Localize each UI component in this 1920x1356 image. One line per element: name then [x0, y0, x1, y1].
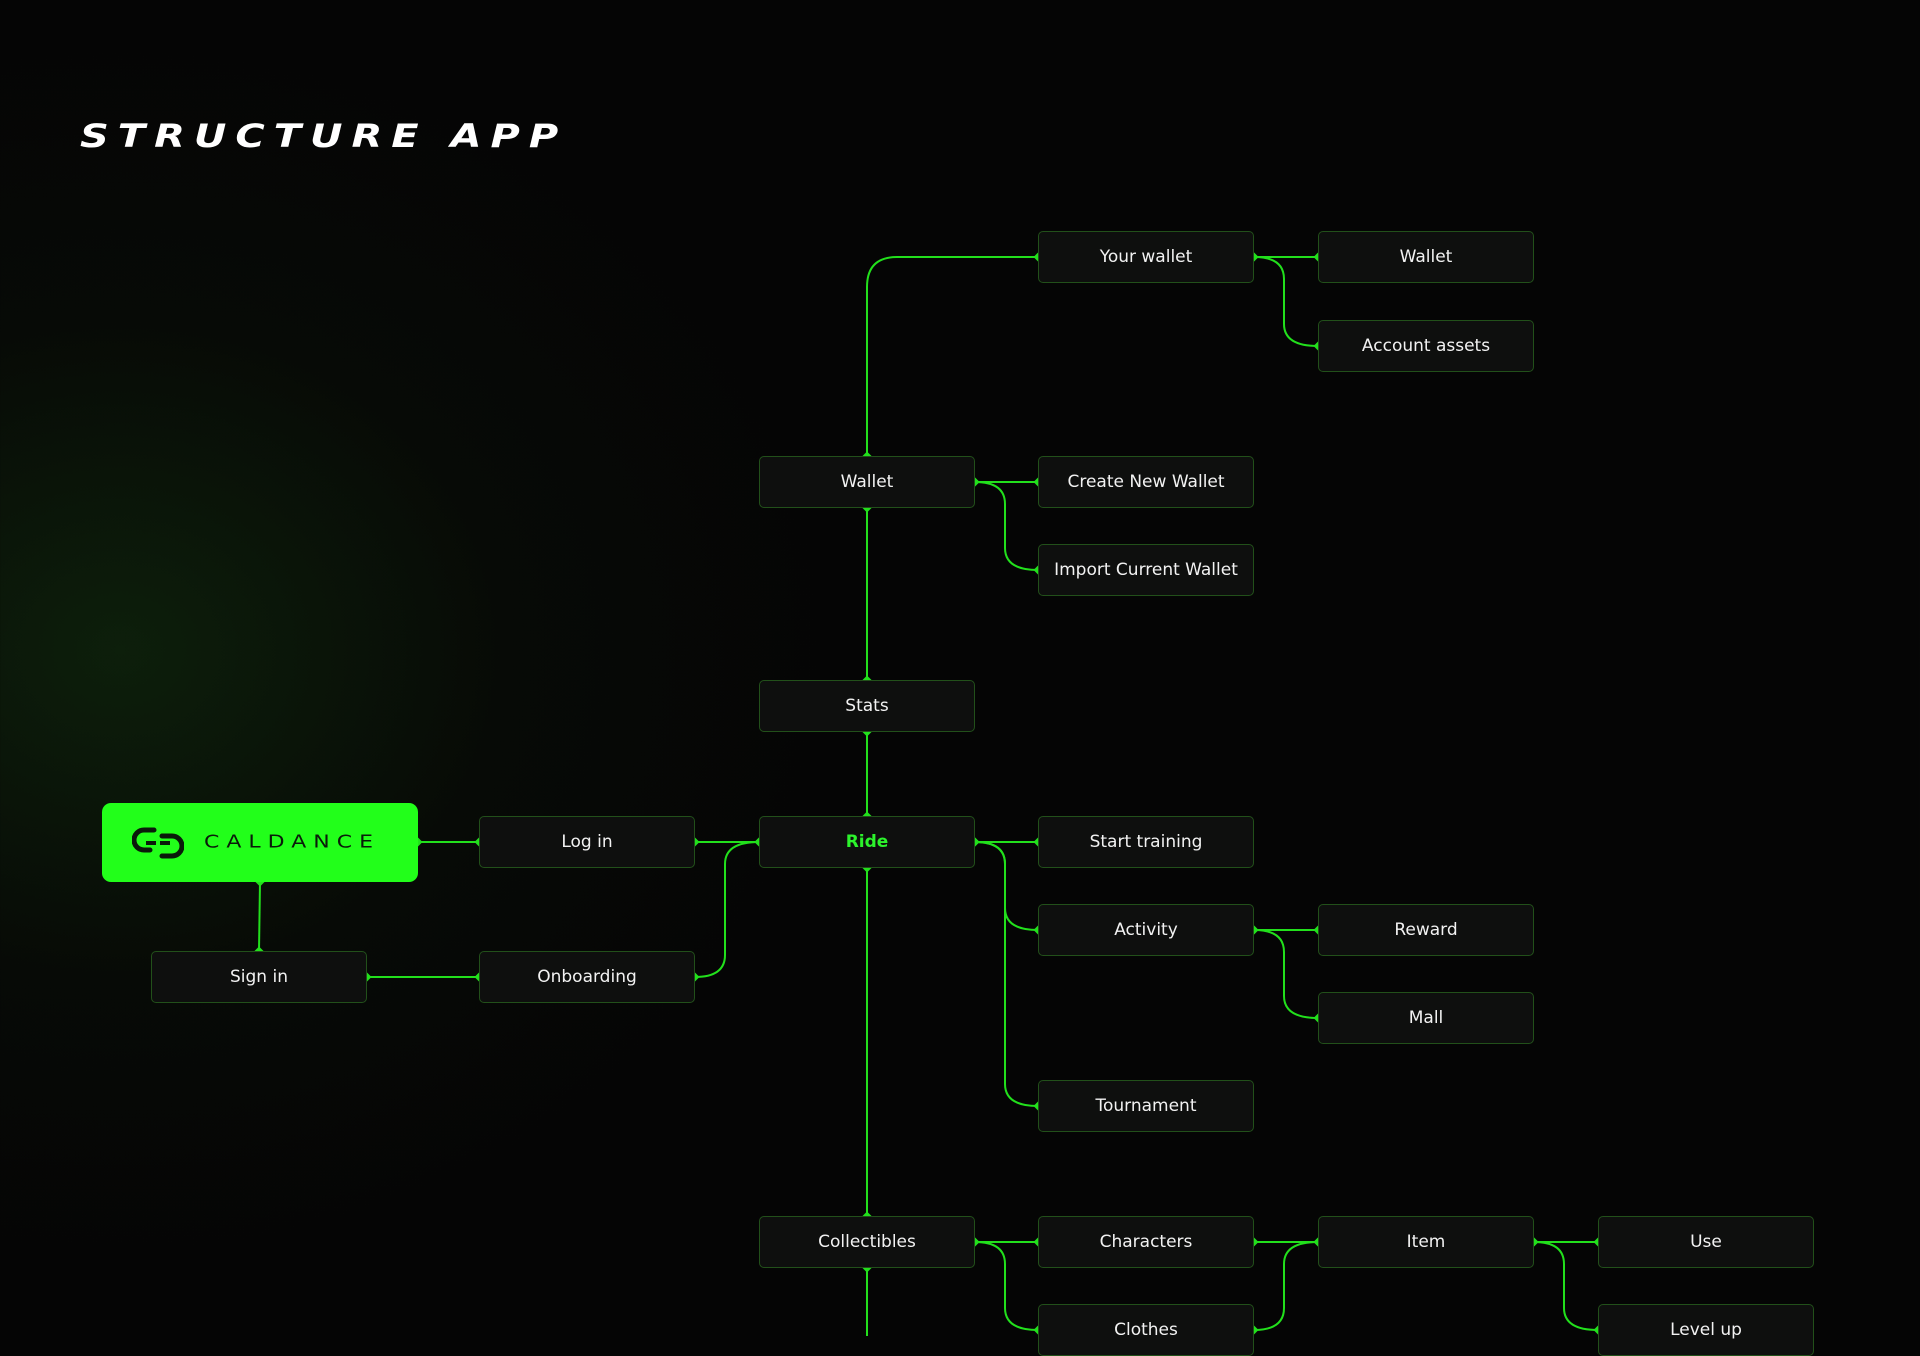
node-wallet-sub[interactable]: Wallet — [1318, 231, 1534, 283]
page-title: STRUCTURE APP — [80, 118, 568, 155]
connector-branch — [974, 841, 1039, 1107]
node-your-wallet[interactable]: Your wallet — [1038, 231, 1254, 283]
connector-branch — [866, 256, 1038, 456]
node-clothes[interactable]: Clothes — [1038, 1304, 1254, 1356]
connector-branch — [1253, 929, 1319, 1019]
node-onboarding[interactable]: Onboarding — [479, 951, 695, 1003]
connector-branch — [974, 841, 1039, 931]
node-use[interactable]: Use — [1598, 1216, 1814, 1268]
connector-branch — [974, 481, 1039, 571]
node-start-training[interactable]: Start training — [1038, 816, 1254, 868]
node-characters[interactable]: Characters — [1038, 1216, 1254, 1268]
logo-text: CALDANCE — [204, 832, 380, 853]
connector-branch — [694, 841, 760, 978]
connector-line — [258, 881, 261, 952]
node-account-assets[interactable]: Account assets — [1318, 320, 1534, 372]
node-collectibles[interactable]: Collectibles — [759, 1216, 975, 1268]
node-log-in[interactable]: Log in — [479, 816, 695, 868]
caldance-logo-icon — [132, 827, 184, 858]
node-mall[interactable]: Mall — [1318, 992, 1534, 1044]
node-ride[interactable]: Ride — [759, 816, 975, 868]
node-item[interactable]: Item — [1318, 1216, 1534, 1268]
node-level-up[interactable]: Level up — [1598, 1304, 1814, 1356]
node-tournament[interactable]: Tournament — [1038, 1080, 1254, 1132]
caldance-logo[interactable]: CALDANCE — [102, 803, 418, 882]
connector-branch — [974, 1241, 1039, 1331]
connector-branch — [1533, 1241, 1599, 1331]
node-create-new-wallet[interactable]: Create New Wallet — [1038, 456, 1254, 508]
node-sign-in[interactable]: Sign in — [151, 951, 367, 1003]
node-activity[interactable]: Activity — [1038, 904, 1254, 956]
node-import-current-wallet[interactable]: Import Current Wallet — [1038, 544, 1254, 596]
node-stats[interactable]: Stats — [759, 680, 975, 732]
connector-branch — [1253, 256, 1319, 347]
node-wallet[interactable]: Wallet — [759, 456, 975, 508]
connector-branch — [1253, 1241, 1319, 1331]
node-reward[interactable]: Reward — [1318, 904, 1534, 956]
